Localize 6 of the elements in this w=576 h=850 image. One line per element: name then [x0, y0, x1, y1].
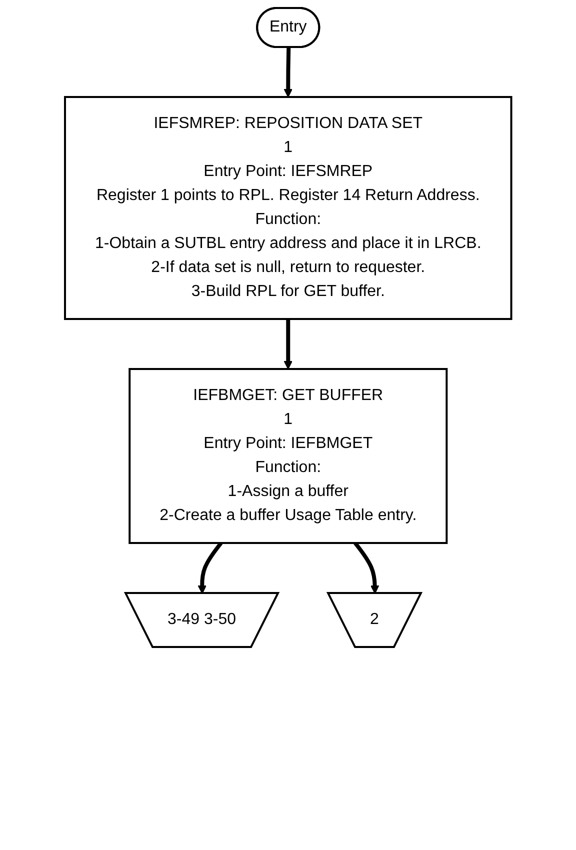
arrow: [284, 47, 292, 98]
arrow: [353, 542, 380, 594]
arrow: [198, 542, 222, 594]
node-box: IEFBMGET: GET BUFFER 1 Entry Point: IEFBMGET Function: 1-Assign a buffer 2-Create a buffer Usage Table entry.: [128, 368, 448, 544]
arrow: [284, 319, 292, 370]
node-box: IEFSMREP: REPOSITION DATA SET 1 Entry Point: IEFSMREP Register 1 points to RPL. Register 14 Return Address. Function: 1-Obtain a SUTBL entry address and place it in LRCB. 2-If data set is null, return to requester. 3-Build RPL for GET buffer.: [64, 96, 512, 320]
